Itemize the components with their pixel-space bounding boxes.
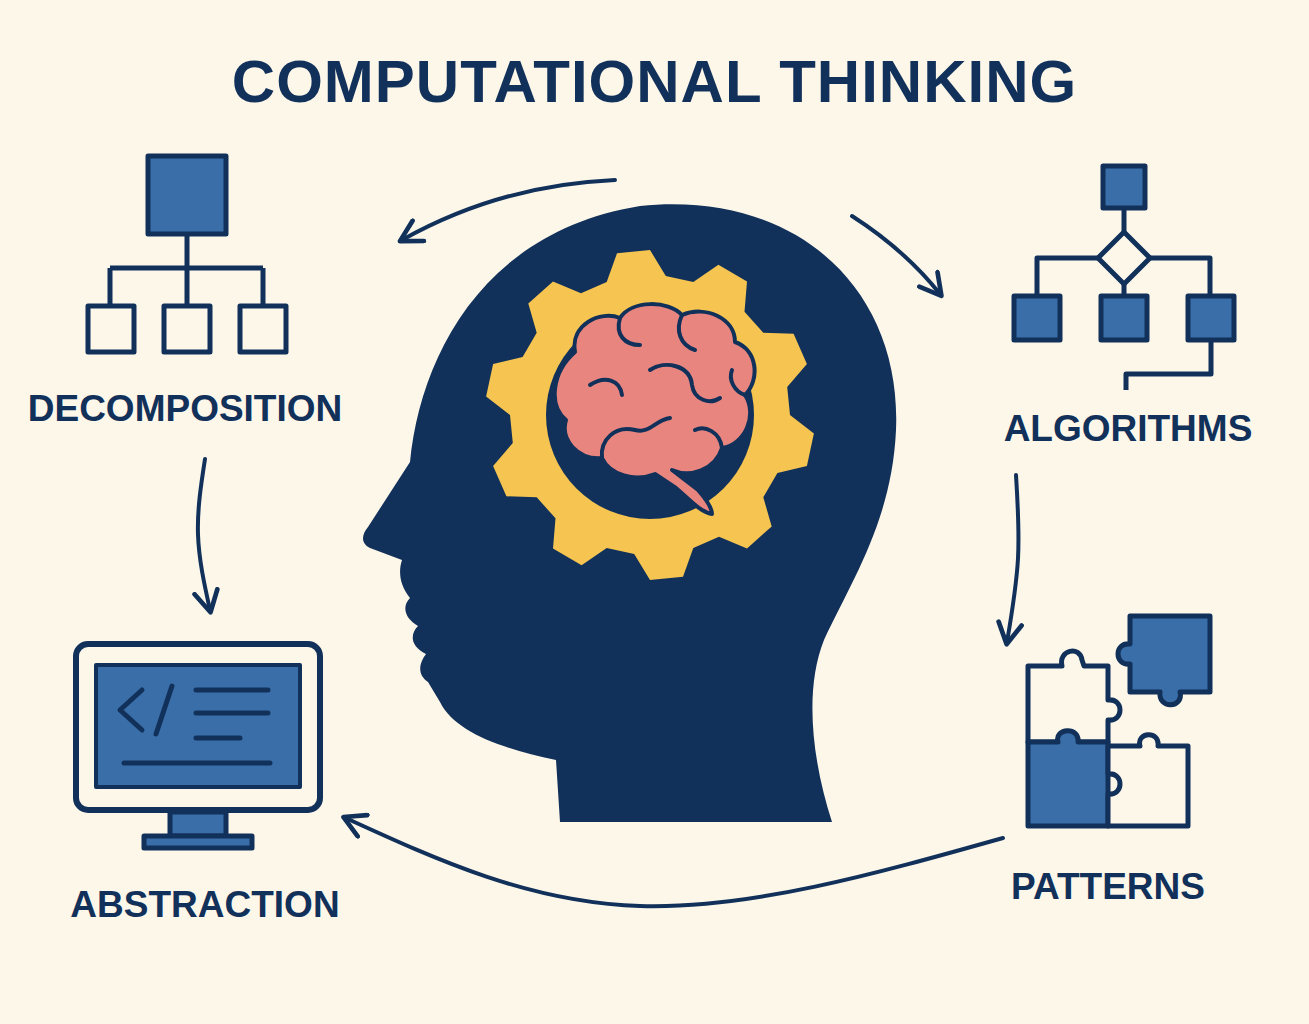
cycle-arrow xyxy=(852,216,940,294)
concept-node: PATTERNS xyxy=(1003,642,1213,913)
monitor-icon xyxy=(76,644,320,848)
brain-icon xyxy=(555,304,755,514)
concept-node: ABSTRACTION xyxy=(64,610,345,931)
concept-node: DECOMPOSITION xyxy=(22,150,349,459)
concept-label: DECOMPOSITION xyxy=(28,390,343,427)
cycle-arrow xyxy=(1007,475,1019,642)
concept-label: ABSTRACTION xyxy=(70,886,339,923)
hierarchy-icon xyxy=(88,156,286,352)
puzzle-icon xyxy=(1028,616,1210,826)
cycle-arrow xyxy=(198,459,210,610)
head-silhouette xyxy=(363,204,896,822)
diagram-title: COMPUTATIONAL THINKING xyxy=(0,52,1309,112)
concept-label: ALGORITHMS xyxy=(1004,410,1253,447)
cycle-arrow xyxy=(346,818,1003,906)
flowchart-icon xyxy=(1014,166,1234,390)
concept-label: PATTERNS xyxy=(1011,868,1205,905)
gear-icon xyxy=(486,250,814,580)
concept-node: ALGORITHMS xyxy=(998,160,1259,475)
